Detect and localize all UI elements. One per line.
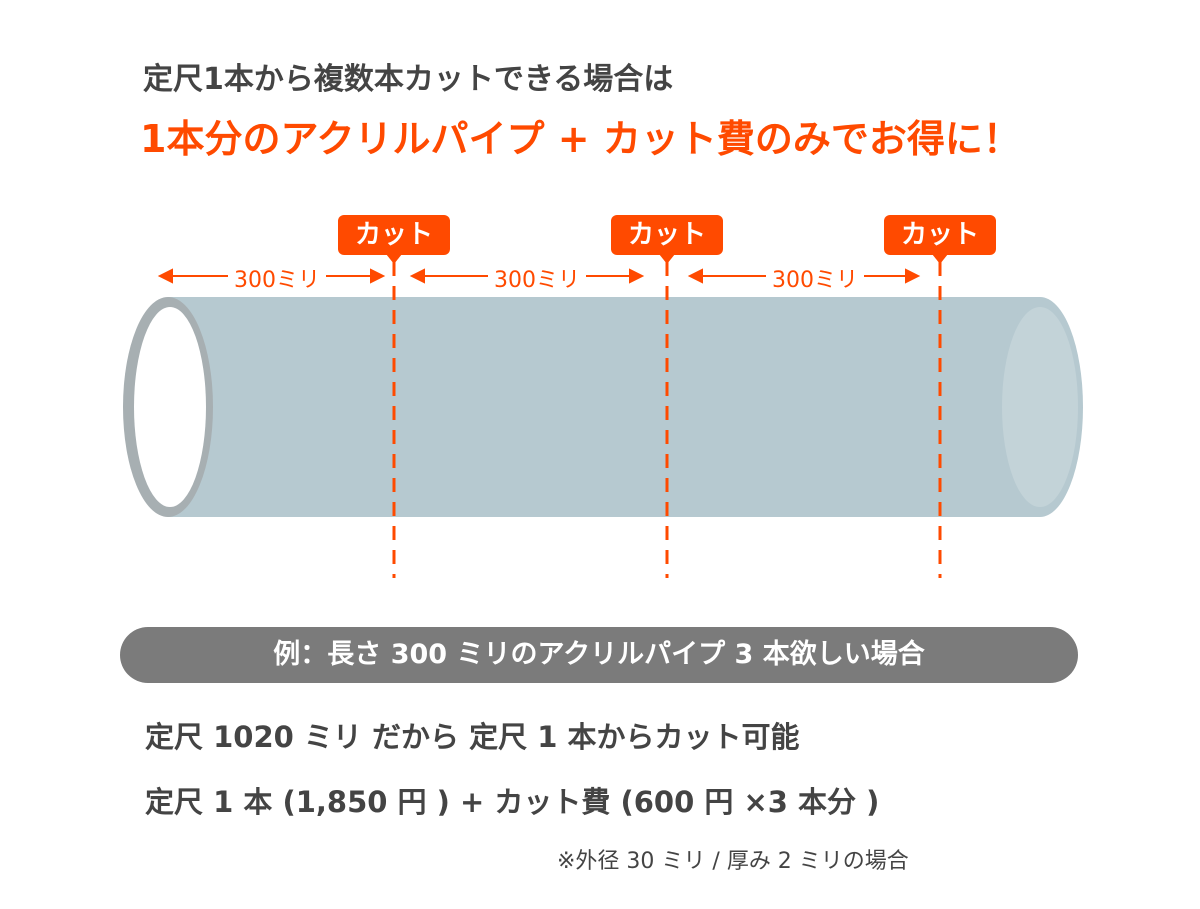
pipe-diagram [123, 262, 1083, 578]
cut-label: カット [884, 215, 996, 264]
pipe [123, 297, 1083, 517]
example-line2: 定尺 1 本 (1,850 円 ) + カット費 (600 円 ×3 本分 ) [145, 785, 880, 819]
cut-label: カット [338, 215, 450, 264]
segment-length-label: 300ミリ [488, 262, 586, 294]
heading-line1: 定尺1本から複数本カットできる場合は [143, 62, 674, 97]
cut-label: カット [611, 215, 723, 264]
example-note: ※外径 30 ミリ / 厚み 2 ミリの場合 [557, 849, 909, 874]
segment-length-label: 300ミリ [228, 262, 326, 294]
example-banner: 例：長さ 300 ミリのアクリルパイプ 3 本欲しい場合 [120, 627, 1078, 683]
segment-length-label: 300ミリ [766, 262, 864, 294]
heading-line2: 1本分のアクリルパイプ + カット費のみでお得に！ [140, 117, 1021, 161]
example-line1: 定尺 1020 ミリ だから 定尺 1 本からカット可能 [145, 720, 800, 754]
